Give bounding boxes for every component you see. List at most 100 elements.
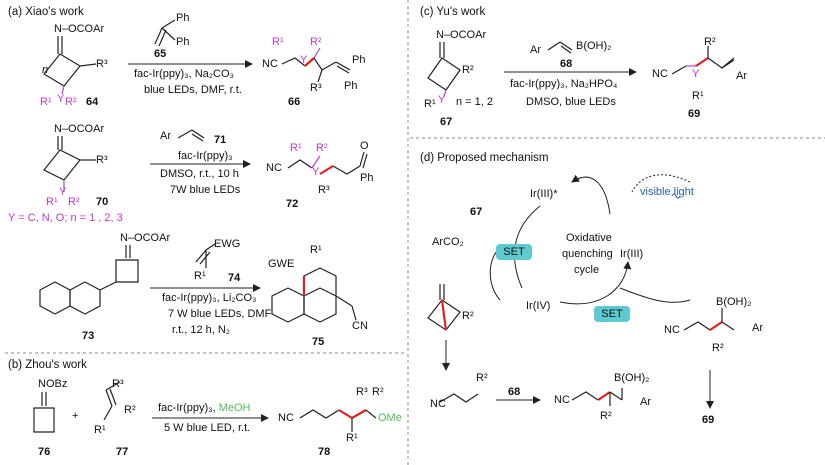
label-ar-69: Ar [736, 70, 747, 82]
cycle-label-1: Oxidative [566, 232, 612, 244]
cond-r2-line1: fac-Ir(ppy)₃ [178, 150, 233, 162]
label-y-64: Y [57, 93, 65, 105]
set-badge-2: SET [594, 306, 630, 322]
cond-r5-line2: DMSO, blue LEDs [526, 96, 616, 108]
cation-structure [683, 308, 735, 331]
compound-70: 70 [96, 196, 109, 208]
label-r2-69: R² [704, 36, 716, 48]
cycle-label-2: quenching [562, 248, 613, 260]
label-r1-70: R¹ [46, 196, 58, 208]
label-y-66: Y [300, 54, 308, 66]
compound-73: 73 [82, 330, 95, 342]
label-ocoar-73: N–OCOAr [120, 232, 171, 244]
arco2-anion: ArCO₂ [432, 236, 464, 248]
label-plus-b: + [72, 410, 79, 422]
label-r1-72: R¹ [290, 142, 302, 154]
structure-75 [271, 267, 357, 323]
label-r2-67: R² [462, 64, 474, 76]
label-ewg-74: EWG [214, 238, 241, 250]
iminyl-radical-structure [427, 284, 461, 331]
structure-66 [281, 47, 351, 83]
structure-68 [547, 41, 573, 54]
label-r2-cation: R² [712, 342, 724, 354]
structure-69 [671, 46, 735, 75]
label-r1-74: R¹ [194, 270, 206, 282]
label-r2-70: R² [68, 196, 80, 208]
cond-r2-line3: 7W blue LEDs [170, 184, 241, 196]
compound-71: 71 [214, 134, 227, 146]
label-r1-78: R¹ [346, 432, 358, 444]
label-r2-alkyl: R² [476, 372, 488, 384]
label-ar-adduct: Ar [640, 396, 651, 408]
cond-r4-catalyst: fac-Ir(ppy)₃, [158, 402, 219, 414]
label-ar-cation: Ar [752, 322, 763, 334]
label-nc-adduct: NC [554, 394, 570, 406]
label-ph-66b: Ph [344, 80, 358, 92]
structure-77 [103, 381, 121, 421]
label-ar-68: Ar [530, 44, 541, 56]
label-ph-65a: Ph [176, 12, 190, 24]
cond-r3-line1: fac-Ir(ppy)₃, Li₂CO₃ [162, 292, 257, 304]
label-nc-78: NC [278, 412, 294, 424]
cond-r1-line2: blue LEDs, DMF, r.t. [144, 84, 242, 96]
light-squiggle [671, 193, 681, 199]
structure-72 [287, 151, 368, 175]
set-badge-1: SET [496, 244, 532, 260]
label-r3-64: R³ [96, 58, 108, 70]
panel-d-title: (d) Proposed mechanism [420, 152, 549, 164]
mech-compound-69: 69 [702, 414, 715, 426]
panel-a-title: (a) Xiao's work [8, 6, 84, 18]
label-r2-72: R² [316, 142, 328, 154]
structure-64 [43, 36, 97, 95]
cycle-label-3: cycle [574, 264, 600, 276]
compound-72: 72 [286, 198, 299, 210]
compound-78: 78 [318, 446, 331, 458]
ir4: Ir(IV) [526, 300, 551, 312]
label-y-72: Y [312, 166, 320, 178]
label-n-64: n [42, 64, 49, 76]
label-n12: n = 1, 2 [456, 96, 494, 108]
label-boh2-68: B(OH)₂ [576, 40, 612, 52]
mech-compound-67: 67 [470, 206, 483, 218]
label-nc-66: NC [262, 58, 278, 70]
compound-65: 65 [154, 48, 167, 60]
mech-compound-68: 68 [508, 386, 521, 398]
ir3: Ir(III) [620, 248, 644, 260]
label-nc-72: NC [266, 162, 282, 174]
structure-74 [195, 243, 216, 268]
label-nc-cation: NC [664, 324, 680, 336]
label-ph-66a: Ph [352, 54, 366, 66]
label-r3-78: R³ [356, 386, 368, 398]
compound-77: 77 [116, 446, 129, 458]
structure-71 [177, 129, 205, 142]
compound-74: 74 [228, 272, 241, 284]
cond-r4-line1: fac-Ir(ppy)₃, MeOH [158, 402, 251, 415]
label-r1-67: R¹ [424, 98, 436, 110]
cond-r3-line3: r.t., 12 h, N₂ [172, 324, 231, 336]
compound-76: 76 [38, 446, 51, 458]
label-r3-66: R³ [310, 82, 322, 94]
cond-r3-line2: 7 W blue LEDs, DMF [168, 308, 272, 320]
label-r1-77: R¹ [94, 424, 106, 436]
label-y-67: Y [438, 94, 446, 106]
structure-65 [154, 19, 176, 47]
compound-68: 68 [560, 58, 573, 70]
label-r1-66: R¹ [272, 36, 284, 48]
label-nc-69: NC [652, 68, 668, 80]
label-o-72: O [360, 140, 369, 152]
label-y-69: Y [692, 68, 700, 80]
label-r2-64: R² [65, 96, 77, 108]
structure-67 [427, 42, 461, 97]
label-r2-adduct: R² [600, 410, 612, 422]
label-r3-72: R³ [318, 184, 330, 196]
label-gwe-75: GWE [268, 258, 295, 270]
alkyl-radical-structure [439, 393, 479, 403]
compound-69: 69 [688, 108, 701, 120]
label-r3-70: R³ [96, 154, 108, 166]
structure-78 [299, 409, 377, 432]
compound-64: 64 [86, 96, 99, 108]
label-boh2-adduct: B(OH)₂ [614, 372, 650, 384]
label-ar-71: Ar [160, 130, 171, 142]
visible-light: visible light [640, 186, 694, 198]
compound-66: 66 [288, 96, 301, 108]
